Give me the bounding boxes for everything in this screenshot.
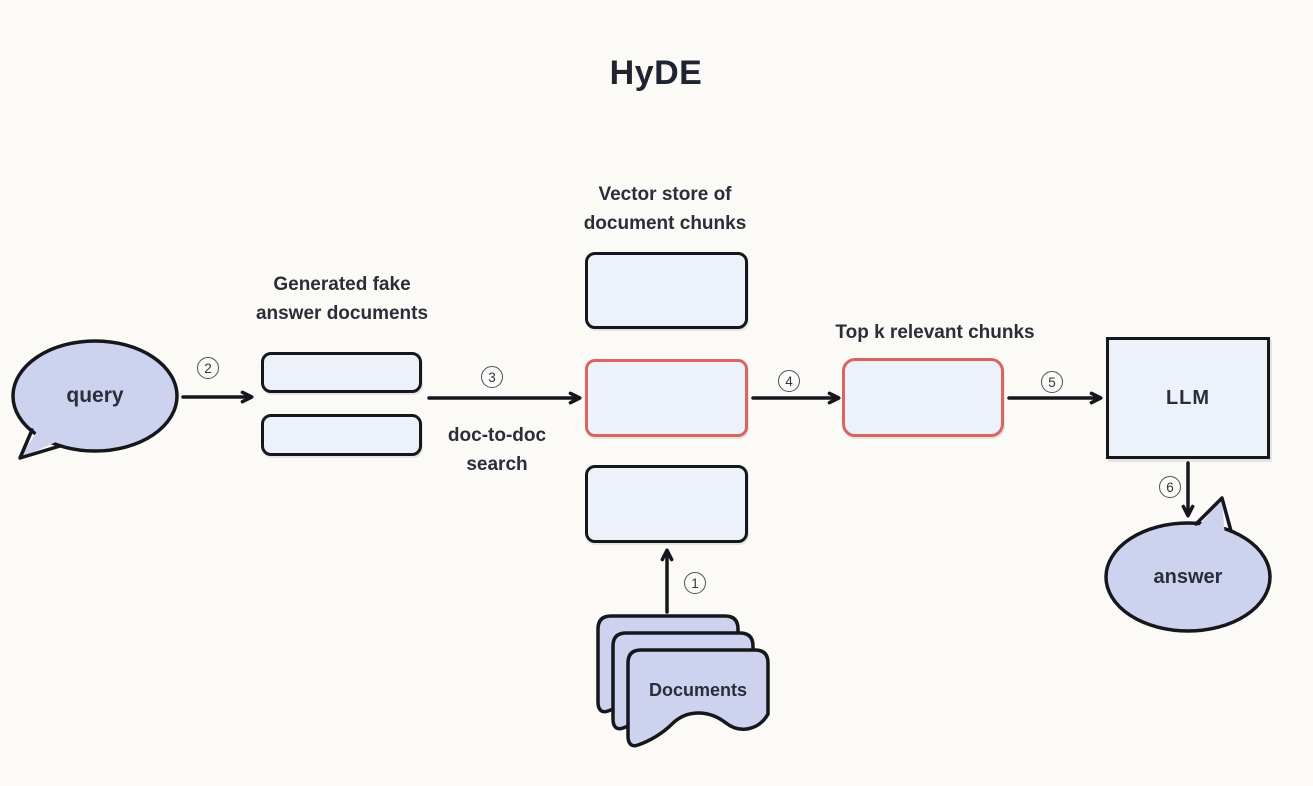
top-k-chunks-label: Top k relevant chunks <box>835 322 1035 343</box>
answer-bubble[interactable] <box>1104 496 1272 633</box>
query-bubble-body <box>11 339 179 453</box>
step-3-badge: 3 <box>481 366 503 388</box>
llm-box[interactable] <box>1106 337 1270 459</box>
documents-label: Documents <box>648 679 747 700</box>
answer-bubble-tail-outline <box>1194 496 1233 533</box>
answer-label: answer <box>1153 565 1223 588</box>
query-bubble[interactable] <box>11 339 179 460</box>
documents-stack[interactable] <box>596 614 770 748</box>
answer-bubble-tail-fill <box>1194 498 1225 538</box>
vector-store-chunk-middle-highlighted[interactable] <box>585 359 748 437</box>
fake-answer-doc-box-1[interactable] <box>261 352 422 393</box>
step-2-badge: 2 <box>197 357 219 379</box>
vector-store-chunk-bottom[interactable] <box>585 465 748 543</box>
answer-bubble-body <box>1104 521 1272 633</box>
diagram-title: HyDE <box>609 54 703 92</box>
query-bubble-tail-outline <box>18 428 62 460</box>
vector-store-chunk-top[interactable] <box>585 252 748 329</box>
step-4-badge: 4 <box>778 370 800 392</box>
step-1-badge: 1 <box>684 572 706 594</box>
vector-store-label: Vector store of document chunks <box>583 184 747 234</box>
llm-label: LLM <box>1165 386 1211 409</box>
query-label: query <box>66 384 124 407</box>
step-5-badge: 5 <box>1041 371 1063 393</box>
top-k-chunks-box[interactable] <box>842 358 1004 437</box>
fake-answer-doc-box-2[interactable] <box>261 414 422 456</box>
query-bubble-tail-fill <box>20 425 65 458</box>
step-6-badge: 6 <box>1159 476 1181 498</box>
doc-to-doc-search-label: doc-to-doc search <box>447 425 547 475</box>
document-shape-front <box>626 648 770 748</box>
fake-answer-docs-label: Generated fake answer documents <box>255 274 429 324</box>
